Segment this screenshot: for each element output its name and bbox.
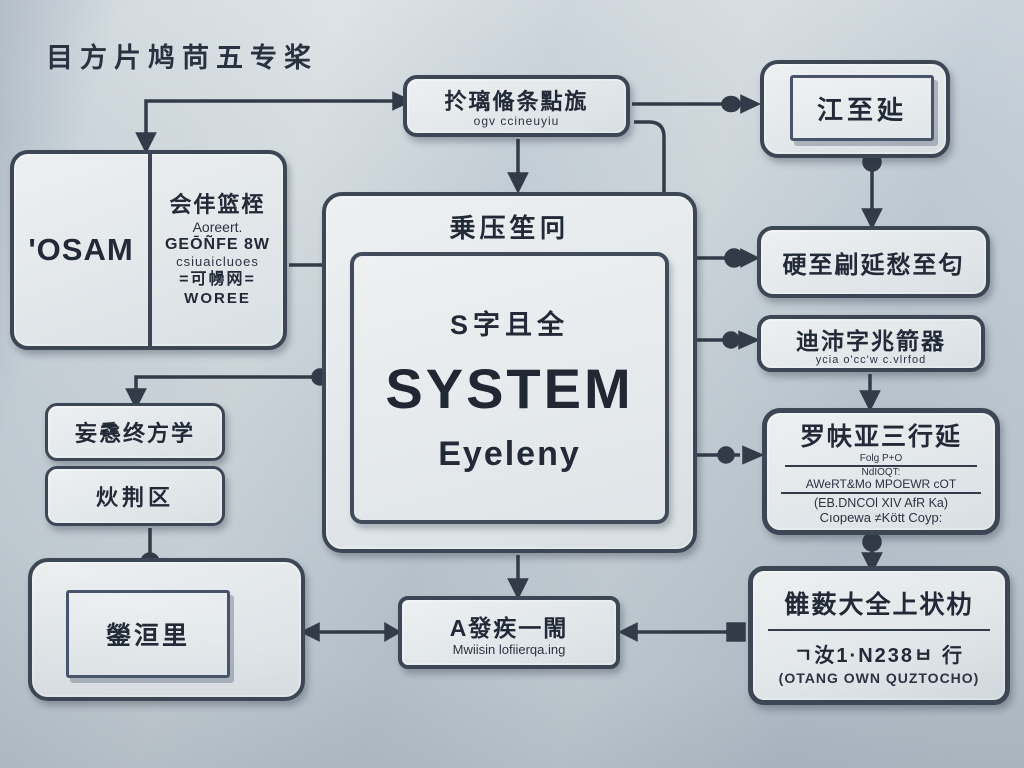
top-center-subtitle: ogv ccineuyiu	[473, 114, 560, 128]
bottom-left-inner-box: 鎣洹里	[66, 590, 230, 678]
connector-center-right1	[692, 248, 760, 268]
left-panel-cell-osam: 'OSAM	[14, 154, 152, 346]
center-system-label: SYSTEM	[385, 356, 634, 420]
left-panel-box: 'OSAM 会仹篮桎 Aoreert. GEŌÑFE 8W csiuaicluo…	[10, 150, 287, 350]
bottom-center-subtitle: Mwiisin lofiierqa.ing	[452, 641, 566, 657]
mid-left-box-1-label: 妄㦌终方学	[74, 421, 195, 446]
bottom-center-title: A發疾一閙	[449, 614, 569, 641]
center-line1: S字且全	[449, 309, 569, 340]
connector-center-bottomcenter	[507, 555, 529, 600]
right-box-3-title: 罗㠸亚三行延	[799, 423, 962, 452]
right-box-1-label: 硬至㓲延愁至匂	[782, 251, 965, 279]
right-box-3-line6: Cıopewa ≠Kött Coyp:	[819, 509, 943, 525]
center-header-label: 乗压笙冋	[449, 213, 570, 243]
connector-right2-right3	[859, 374, 881, 412]
bottom-right-box: 雔薮大全上状朸 ㄱ汝1·N238ㅂ 行 (OTANG OWN QUZTOCHO)	[748, 566, 1010, 705]
top-center-box: 扵璃偹条點旊 ogv ccineuyiu	[403, 75, 630, 137]
right-box-2-subtitle: ycia o'cc'w c.vlrfod	[815, 353, 927, 366]
connector-right3-bottomright	[861, 532, 883, 574]
left-detail-line2: Aoreert.	[192, 218, 243, 235]
mid-left-box-2-label: 炏荆区	[95, 485, 174, 510]
left-panel-cell-details: 会仹篮桎 Aoreert. GEŌÑFE 8W csiuaicluoes =可㡢…	[152, 192, 283, 307]
connector-topcenter-topright	[632, 94, 762, 114]
bottom-right-line3: (OTANG OWN QUZTOCHO)	[778, 670, 980, 686]
connector-center-midleft	[125, 368, 329, 410]
left-detail-line3: GEŌÑFE 8W	[164, 235, 270, 253]
connector-bottomcenter-bottomright	[618, 622, 746, 642]
top-right-label: 江至㢟	[816, 94, 907, 125]
connector-topright-right1	[861, 152, 883, 230]
connector-header-elbow	[135, 91, 414, 154]
top-right-box: 江至㢟	[760, 60, 950, 158]
top-right-inner-box: 江至㢟	[790, 75, 934, 141]
bottom-left-label: 鎣洹里	[105, 622, 190, 650]
right-box-2: 迪沛字兆箭器 ycia o'cc'w c.vlrfod	[757, 315, 985, 372]
left-detail-line5: =可㡢网=	[179, 271, 256, 289]
mid-left-box-1: 妄㦌终方学	[45, 403, 225, 461]
connector-bottomleft-bottomcenter	[300, 621, 402, 643]
osam-label: 'OSAM	[28, 232, 134, 267]
bottom-right-title: 雔薮大全上状朸	[767, 585, 991, 631]
center-eyeleny-label: Eyeleny	[438, 434, 581, 473]
center-inner-box: S字且全 SYSTEM Eyeleny	[350, 252, 669, 524]
right-box-2-title: 迪沛字兆箭器	[796, 327, 946, 354]
left-detail-line1: 会仹篮桎	[169, 192, 266, 218]
connector-center-right3	[688, 445, 765, 465]
center-system-box: 乗压笙冋 S字且全 SYSTEM Eyeleny	[322, 192, 697, 553]
left-detail-line6: WOREE	[184, 290, 251, 308]
left-detail-line4: csiuaicluoes	[176, 254, 259, 270]
mid-left-box-2: 炏荆区	[45, 466, 225, 526]
top-center-title: 扵璃偹条點旊	[444, 89, 589, 114]
right-box-3-line5: (EB.DNCOl XIV AfR Ka)	[813, 496, 949, 511]
bottom-left-box: 鎣洹里	[28, 558, 305, 701]
connector-topcenter-center	[507, 139, 529, 194]
bottom-center-box: A發疾一閙 Mwiisin lofiierqa.ing	[398, 596, 620, 669]
right-box-3-line2: Folg P+O	[785, 453, 977, 467]
right-box-3-line4: AWeRT&Mo MPOEWR cOT	[781, 478, 981, 495]
right-box-1: 硬至㓲延愁至匂	[757, 226, 990, 298]
bottom-right-line2: ㄱ汝1·N238ㅂ 行	[794, 645, 964, 667]
diagram-title: 目方片鸠苘五专桨	[46, 43, 318, 73]
right-box-3-line3: NdIOQT:	[861, 466, 901, 478]
right-box-3: 罗㠸亚三行延 Folg P+O NdIOQT: AWeRT&Mo MPOEWR …	[762, 408, 1000, 535]
